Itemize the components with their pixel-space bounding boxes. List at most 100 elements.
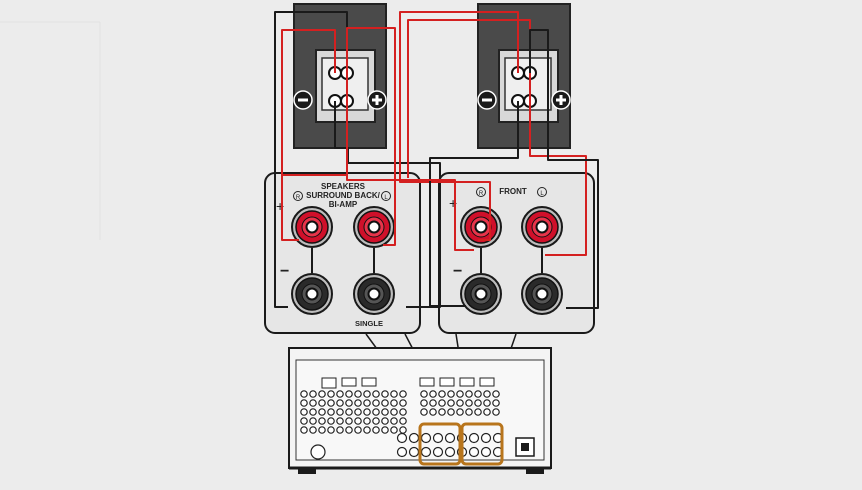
rca-jack (390, 426, 398, 434)
rca-jack (363, 417, 371, 425)
rca-jack (492, 390, 500, 398)
rca-jack (336, 426, 344, 434)
minus-icon (477, 90, 497, 110)
receiver-speaker-terminal (480, 432, 492, 444)
terminal-left-l-negative (353, 273, 395, 315)
rca-jack (474, 390, 482, 398)
rca-jack (363, 408, 371, 416)
rca-jack (372, 408, 380, 416)
rca-jack (399, 417, 407, 425)
channel-l-label: L (540, 191, 544, 197)
rca-jack (456, 390, 464, 398)
panel-title-line3: BI-AMP (329, 200, 358, 209)
plus-icon (367, 90, 387, 110)
rca-jack (300, 399, 308, 407)
rca-jack (318, 426, 326, 434)
rca-jack (420, 399, 428, 407)
rca-jack (309, 399, 317, 407)
receiver-speaker-terminal (396, 432, 408, 444)
rca-jack (354, 417, 362, 425)
receiver-speaker-terminal (432, 432, 444, 444)
receiver-speaker-terminal (468, 446, 480, 458)
rca-jack (399, 426, 407, 434)
av-receiver-rear-panel-icon (288, 347, 552, 474)
rca-jack (465, 390, 473, 398)
rca-jack (372, 426, 380, 434)
rca-jack (327, 417, 335, 425)
receiver-speaker-terminal (468, 432, 480, 444)
rca-jack (363, 426, 371, 434)
receiver-speaker-terminal (480, 446, 492, 458)
rca-jack (474, 408, 482, 416)
wire-left-positive-top (281, 29, 336, 175)
terminal-right-l-negative (521, 273, 563, 315)
speaker-left (293, 3, 387, 149)
rca-jack (420, 390, 428, 398)
rca-jack (363, 390, 371, 398)
rca-jack (372, 399, 380, 407)
receiver-speaker-terminal (420, 432, 432, 444)
rca-jack (318, 390, 326, 398)
rca-jack (336, 390, 344, 398)
rca-jack (390, 408, 398, 416)
panel-title-line1: SPEAKERS (321, 182, 366, 191)
rca-jack (438, 390, 446, 398)
rca-jack (390, 390, 398, 398)
network-port (321, 377, 337, 389)
terminal-left-r-negative (291, 273, 333, 315)
rca-jack (420, 408, 428, 416)
rca-jack (372, 417, 380, 425)
rca-jack (447, 390, 455, 398)
rca-jack (483, 408, 491, 416)
rca-jack (327, 399, 335, 407)
receiver-speaker-terminal (420, 446, 432, 458)
rca-jack (447, 408, 455, 416)
rca-jack (381, 408, 389, 416)
panel-footer: SINGLE (355, 319, 383, 328)
panel-title-line2: SURROUND BACK/ (306, 191, 381, 200)
rca-jack (399, 390, 407, 398)
wire-right-positive-long (529, 101, 587, 256)
rca-jack (354, 408, 362, 416)
wire-right-negative-outer (529, 29, 599, 309)
rca-jack (399, 399, 407, 407)
rca-jack (381, 417, 389, 425)
rca-jack (438, 408, 446, 416)
rca-jack (336, 408, 344, 416)
rca-jack (381, 399, 389, 407)
rca-jack (327, 426, 335, 434)
hdmi-port (361, 377, 377, 387)
rca-jack (390, 417, 398, 425)
rca-jack (483, 399, 491, 407)
receiver-speaker-terminal (444, 432, 456, 444)
speaker-wires (274, 11, 599, 309)
hdmi-port (459, 377, 475, 387)
left-terminal-panel: SPEAKERS SURROUND BACK/ BI-AMP R L + − S… (264, 172, 421, 334)
rca-jack (309, 390, 317, 398)
channel-r-label: R (296, 195, 301, 201)
minus-sign-label: − (280, 263, 289, 280)
rca-jack (345, 417, 353, 425)
rca-jack (318, 417, 326, 425)
rca-jack (399, 408, 407, 416)
rca-jack (372, 390, 380, 398)
wire-right-positive (399, 11, 519, 241)
plus-icon (551, 90, 571, 110)
rca-jack (381, 426, 389, 434)
rca-jack (492, 399, 500, 407)
rca-jack (465, 399, 473, 407)
channel-r-label: R (479, 191, 484, 197)
wire-cross-positive (346, 101, 474, 251)
rca-jack (309, 417, 317, 425)
terminal-right-r-negative (460, 273, 502, 315)
rca-jack (474, 399, 482, 407)
hdmi-port (419, 377, 435, 387)
rca-jack (300, 408, 308, 416)
rca-jack (456, 399, 464, 407)
receiver-speaker-terminal (396, 446, 408, 458)
rca-jack (327, 390, 335, 398)
rca-jack (318, 408, 326, 416)
rca-jack (309, 426, 317, 434)
